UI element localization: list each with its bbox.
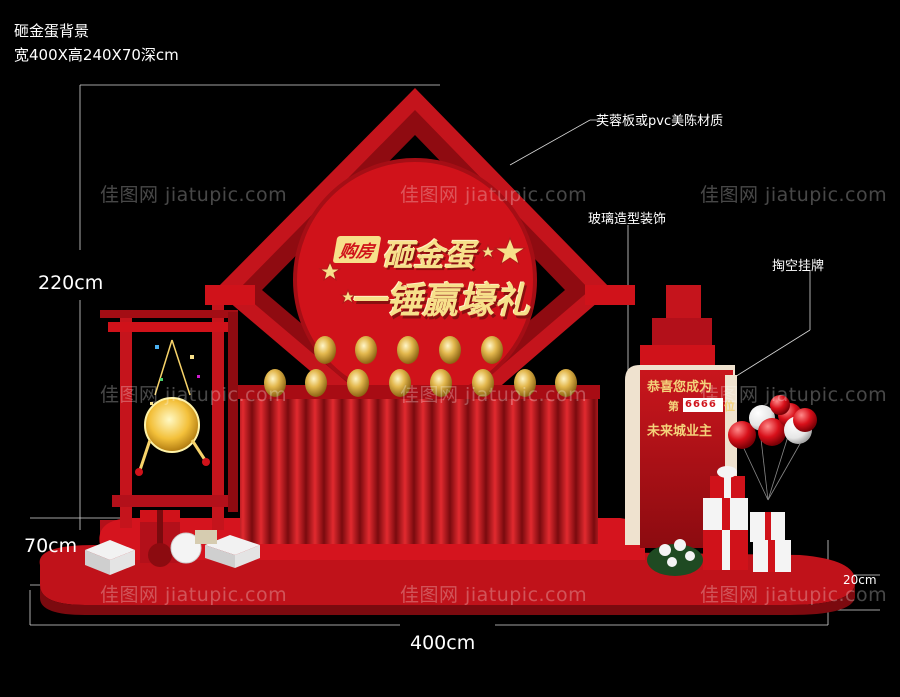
gong-icon <box>135 339 210 476</box>
watermark: 佳图网 jiatupic.com <box>100 584 288 606</box>
dim-height-stage: 70cm <box>24 535 78 557</box>
board-number: 6666 <box>685 399 717 410</box>
watermark: 佳图网 jiatupic.com <box>400 584 588 606</box>
watermark: 佳图网 jiatupic.com <box>700 584 888 606</box>
curtain-table <box>238 385 600 544</box>
size-spec: 宽400X高240X70深cm <box>14 46 179 64</box>
title-badge: 购房 <box>332 236 382 263</box>
title-line2: 一锤赢壕礼 <box>350 281 531 322</box>
board-line1: 恭喜您成为 <box>647 380 713 395</box>
flower-icon <box>647 539 703 576</box>
backdrop-circle <box>295 160 535 400</box>
golden-egg-icon <box>264 336 577 397</box>
dim-depth: 20cm <box>843 573 877 587</box>
board-suffix: 位 <box>724 400 735 413</box>
watermark: 佳图网 jiatupic.com <box>400 184 588 206</box>
note-hollow-sign: 掏空挂牌 <box>772 259 825 274</box>
gift-box-icon <box>85 510 260 575</box>
board-prefix: 第 <box>668 400 679 413</box>
board-line3: 未来城业主 <box>647 424 713 439</box>
page-title: 砸金蛋背景 <box>14 22 90 40</box>
balloon-icon <box>728 395 817 501</box>
dim-height-main: 220cm <box>38 272 104 294</box>
note-material: 芙蓉板或pvc美陈材质 <box>596 114 724 129</box>
watermark: 佳图网 jiatupic.com <box>400 384 588 406</box>
watermark: 佳图网 jiatupic.com <box>100 184 288 206</box>
note-glass: 玻璃造型装饰 <box>588 212 667 227</box>
title-line1: 砸金蛋 <box>382 238 475 274</box>
gong-stand <box>100 305 238 530</box>
dim-width: 400cm <box>410 632 476 654</box>
confetti <box>150 345 200 405</box>
gift-box-icon <box>703 466 791 572</box>
star-icon <box>318 236 527 305</box>
watermark: 佳图网 jiatupic.com <box>700 384 888 406</box>
watermark: 佳图网 jiatupic.com <box>700 184 888 206</box>
watermark: 佳图网 jiatupic.com <box>100 384 288 406</box>
